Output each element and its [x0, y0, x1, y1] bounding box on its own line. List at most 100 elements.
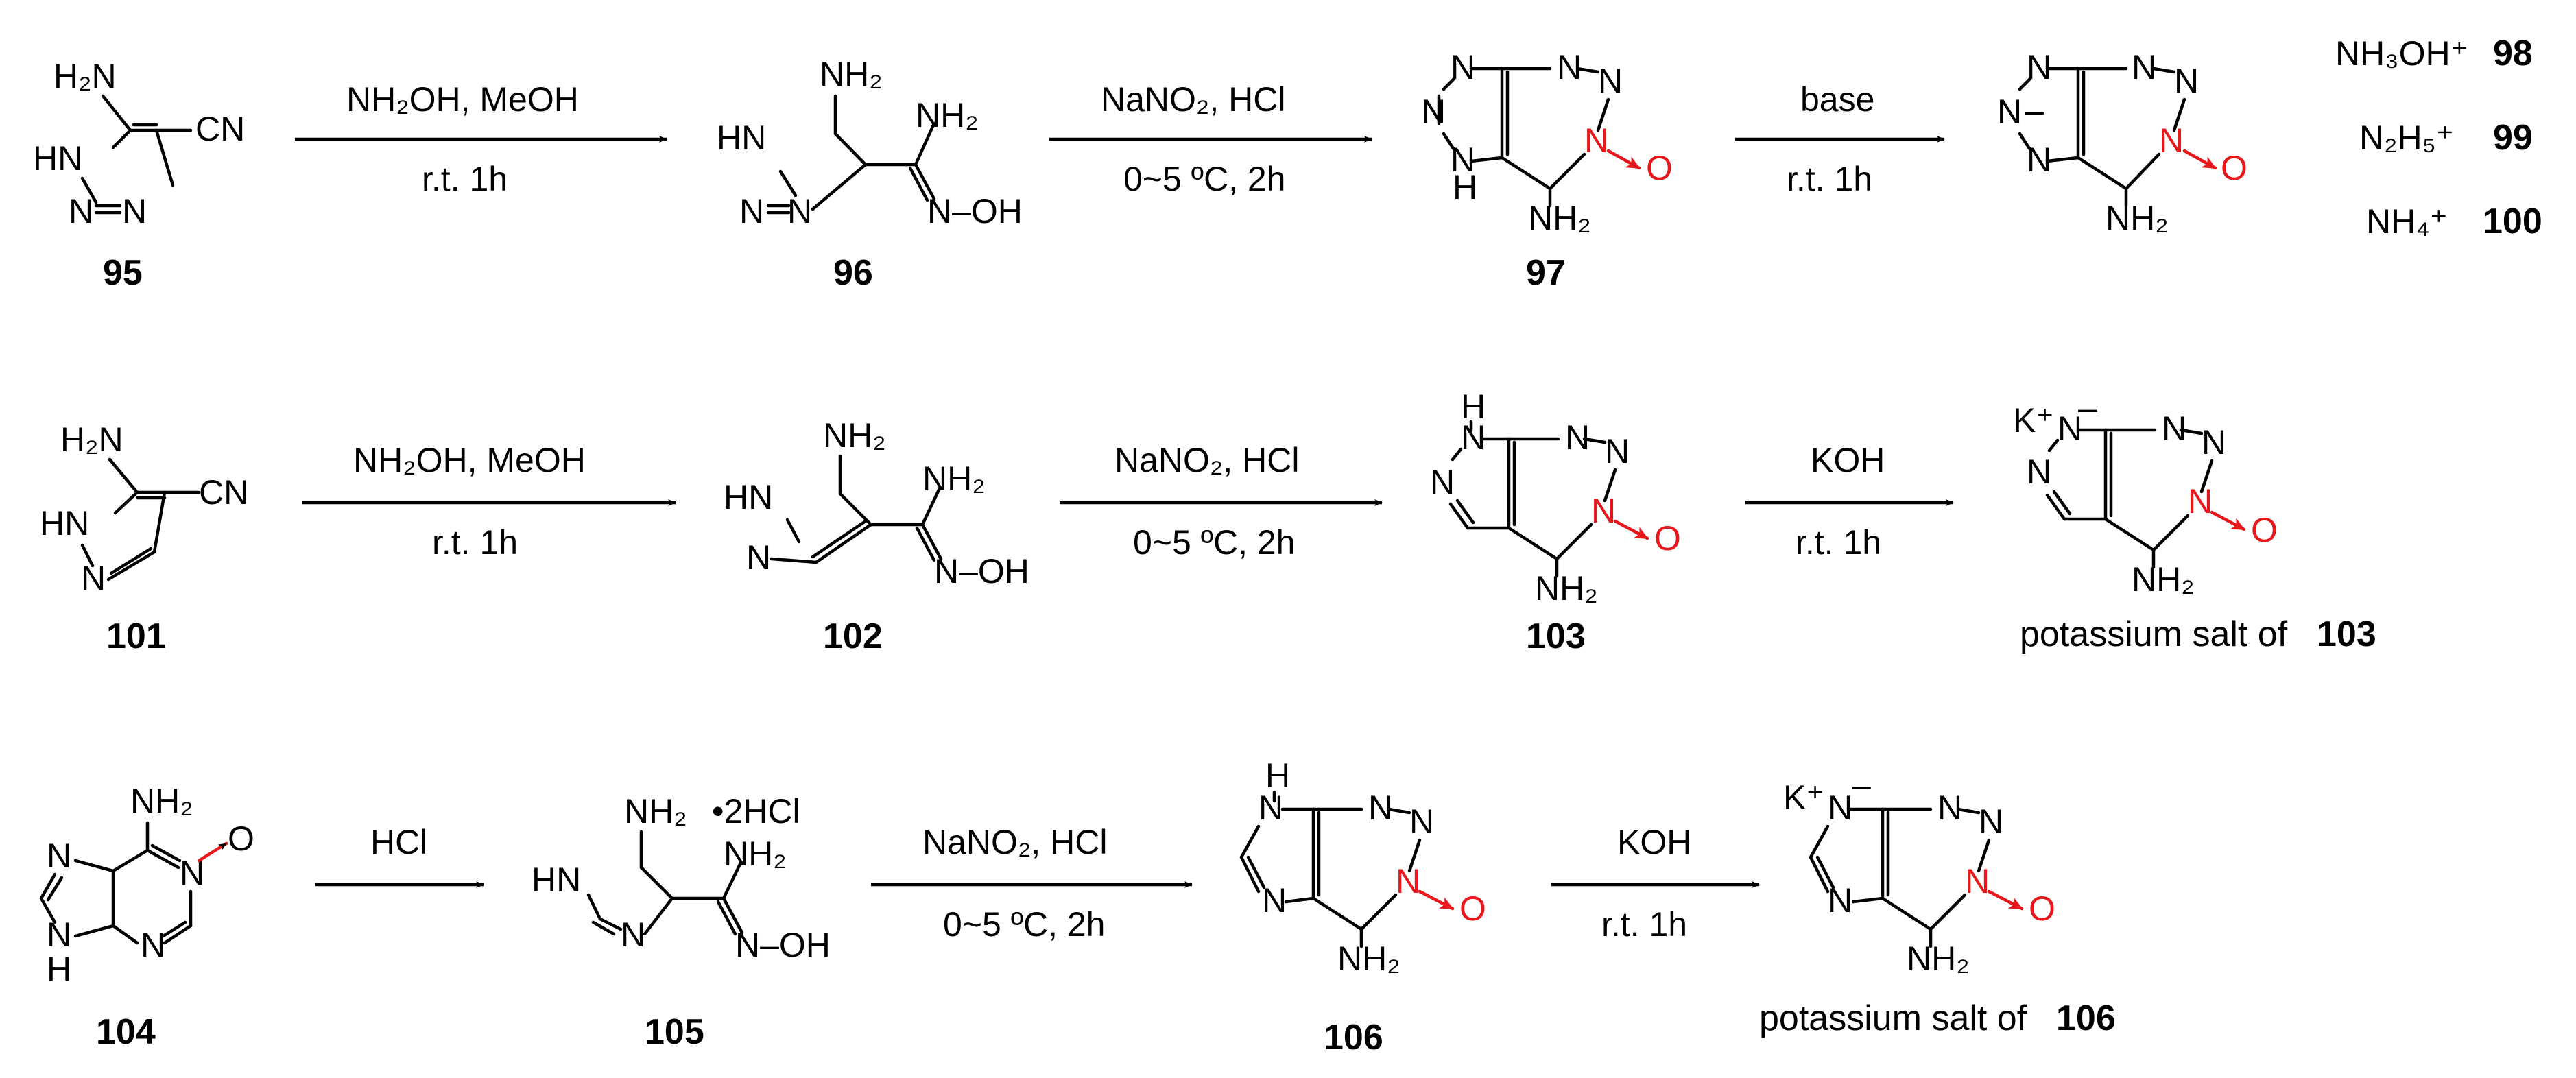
bond-line: [1987, 889, 2024, 911]
bond-line: [598, 917, 623, 931]
atom-n-a: N: [69, 192, 93, 230]
bond-line: [2018, 132, 2032, 152]
bond-line: [2047, 438, 2060, 453]
atom-nh2: NH₂: [1535, 569, 1598, 608]
atom-h: H: [1461, 387, 1486, 426]
conditions-r3-a2-top: NaNO₂, HCl: [922, 823, 1107, 861]
bond-line: [1809, 824, 1830, 859]
atom-hn: HN: [717, 119, 766, 157]
bond-line: [1239, 824, 1261, 859]
atom-o: O: [2029, 889, 2055, 928]
atom-n-2: N: [1430, 463, 1455, 501]
conditions-r1-a2-top: NaNO₂, HCl: [1101, 80, 1285, 119]
bond-line: [1455, 499, 1475, 525]
atom-n-4: N: [2132, 48, 2156, 86]
compound-97: N N N H N N N O NH₂ 97: [1421, 48, 1673, 293]
bond-line: [1603, 468, 1617, 503]
atom-hn: HN: [33, 139, 82, 178]
bond-line: [1596, 97, 1610, 132]
atom-nh2-b: NH₂: [922, 459, 986, 498]
bond-line: [1613, 519, 1649, 540]
atom-n-2: N: [1262, 881, 1287, 920]
salt-label-103-ref: 103: [2317, 614, 2376, 654]
atom-n-5: N: [2174, 62, 2199, 100]
atom-n-a: N: [739, 192, 764, 230]
atom-n-3: N: [1565, 418, 1590, 457]
atom-n-5: N: [1591, 492, 1616, 530]
bond-line: [914, 163, 936, 201]
bond-line: [111, 848, 150, 873]
bond-line: [811, 519, 868, 559]
atom-h2n: H₂N: [53, 57, 117, 95]
bond-line: [1929, 893, 1967, 931]
conditions-r2-a2-bottom: 0~5 ºC, 2h: [1133, 523, 1295, 562]
compound-label-101: 101: [106, 616, 166, 656]
atom-n-b: N: [122, 192, 147, 230]
cation-list: NH₃OH⁺ 98 N₂H₅⁺ 99 NH₄⁺ 100: [2335, 34, 2542, 241]
cation-99: N₂H₅⁺: [2359, 119, 2454, 157]
bond-line: [111, 924, 139, 945]
bond-line: [920, 523, 943, 561]
salt-label-106-ref: 106: [2056, 998, 2116, 1038]
conditions-r1-a3-bottom: r.t. 1h: [1787, 160, 1872, 198]
atom-o: O: [1646, 149, 1673, 187]
atom-cn: CN: [195, 110, 245, 148]
bond-line: [2045, 156, 2080, 163]
atom-h: H: [1453, 168, 1477, 206]
conditions-r2-a3-top: KOH: [1811, 441, 1885, 479]
atom-nh2: NH₂: [823, 416, 886, 455]
bond-line: [1311, 896, 1363, 931]
bond-line: [163, 924, 193, 945]
compound-103: H N N N N N O NH₂ 103: [1430, 387, 1681, 656]
bond-line: [1815, 855, 1835, 889]
bond-line: [1606, 149, 1641, 170]
atom-nh2: NH₂: [2132, 560, 2195, 599]
bond-line: [721, 896, 744, 935]
bond-line: [1442, 132, 1456, 152]
bond-line: [1246, 855, 1266, 889]
bond-line: [73, 859, 115, 873]
atom-k: K⁺: [2013, 401, 2054, 440]
bond-line: [109, 547, 153, 575]
bond-line: [2045, 493, 2066, 521]
bond-line: [2151, 67, 2176, 74]
bond-line: [46, 876, 64, 902]
atom-minus: –: [2078, 389, 2097, 427]
conditions-r2-a2-top: NaNO₂, HCl: [1114, 441, 1299, 479]
bond-line: [2018, 77, 2032, 91]
conditions-r1-a3-top: base: [1800, 80, 1874, 119]
bond-line: [643, 896, 674, 936]
bond-line: [1977, 838, 1991, 873]
conditions-r1-a1-bottom: r.t. 1h: [422, 160, 508, 198]
atom-nh2: NH₂: [2106, 199, 2169, 237]
bond-line: [2199, 459, 2214, 494]
bond-line: [2124, 152, 2161, 191]
bond-line: [778, 169, 798, 197]
conditions-r3-a1-top: HCl: [370, 823, 427, 861]
bond-line: [2052, 490, 2072, 516]
compound-95: H₂N HN N N CN 95: [33, 57, 245, 293]
atom-n-5: N: [1396, 862, 1420, 900]
bond-line: [1418, 889, 1455, 911]
atom-hn: HN: [724, 478, 773, 516]
atom-h: H: [47, 950, 71, 988]
bond-line: [101, 94, 132, 132]
bond-line: [1407, 838, 1422, 873]
bond-line: [1469, 156, 1504, 163]
compound-98-100-anion: N N – N N N N O NH₂: [1997, 48, 2247, 237]
atom-n-4: N: [1409, 802, 1434, 841]
bond-line: [111, 128, 132, 149]
atom-n-5: N: [1598, 62, 1623, 100]
atom-cn: CN: [199, 473, 248, 512]
bond-line: [39, 872, 57, 900]
bond-line: [2210, 510, 2246, 531]
conditions-r3-a2-bottom: 0~5 ºC, 2h: [943, 905, 1105, 944]
compound-101: H₂N HN N CN 101: [40, 420, 248, 656]
conditions-r3-a3-top: KOH: [1617, 823, 1691, 861]
bond-line: [811, 163, 868, 211]
atom-n-4: N: [1605, 432, 1630, 470]
bond-line: [591, 920, 616, 936]
atom-nh2: NH₂: [1528, 199, 1591, 237]
atom-minus: –: [1852, 766, 1871, 804]
compound-label-98: 98: [2493, 34, 2533, 73]
